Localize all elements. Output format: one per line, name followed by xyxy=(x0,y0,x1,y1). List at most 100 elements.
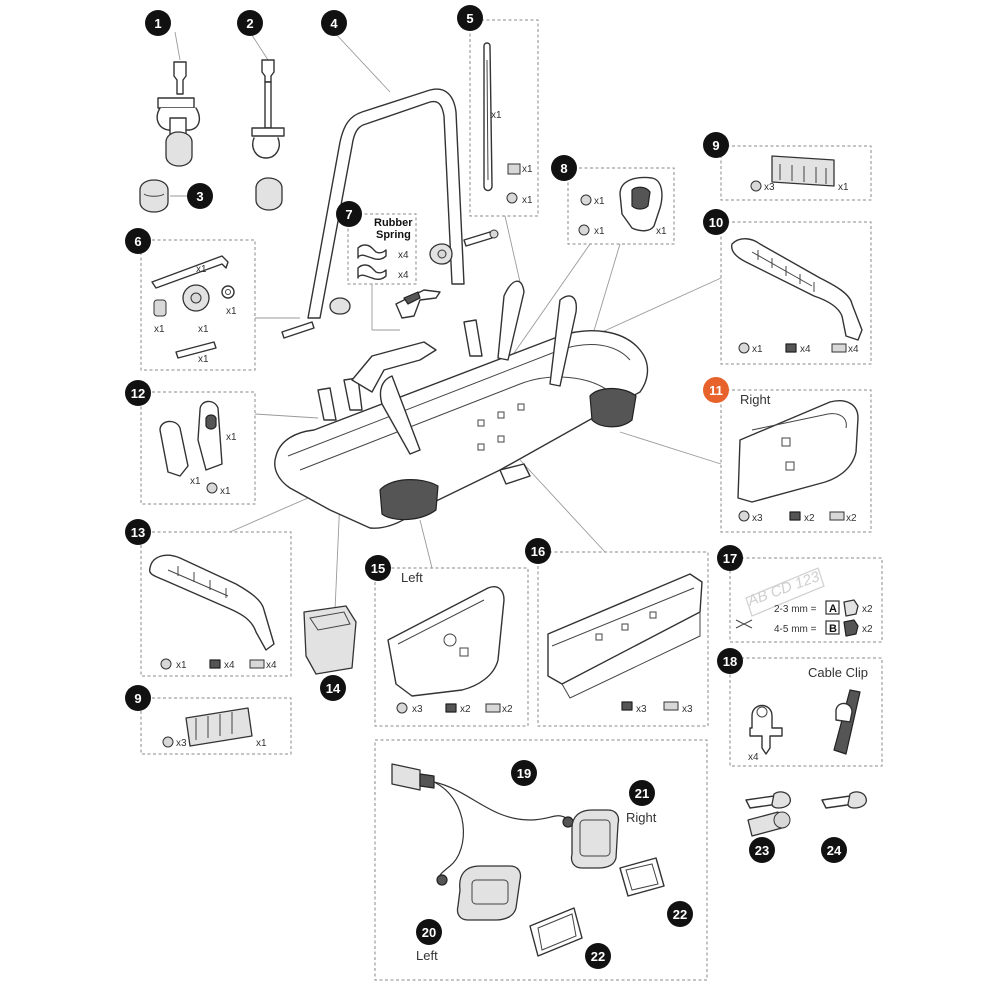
qty-p12-part: x1 xyxy=(226,432,237,443)
svg-text:9: 9 xyxy=(134,691,141,706)
badge-24: 24 xyxy=(821,837,847,863)
box-part-9-top xyxy=(720,145,872,201)
part-2-arm-clamp xyxy=(251,59,285,211)
svg-text:8: 8 xyxy=(560,161,567,176)
qty-p6-knob: x1 xyxy=(198,324,209,335)
letter-b: B xyxy=(829,623,837,635)
part-20-left-light: Left xyxy=(416,865,522,963)
part-7-rubber-spring: Rubber Spring x4 x4 xyxy=(357,217,441,319)
badge-17: 17 xyxy=(717,545,743,571)
qty-p10-screw: x1 xyxy=(752,344,763,355)
label-spring: Spring xyxy=(376,229,411,241)
part-22-lens-a xyxy=(529,907,583,957)
badge-7: 7 xyxy=(336,201,362,227)
part-10-cover: x1 x4 x4 xyxy=(731,238,863,355)
box-part-10 xyxy=(720,221,872,365)
badge-21: 21 xyxy=(629,780,655,806)
badge-19: 19 xyxy=(511,760,537,786)
box-part-15 xyxy=(374,567,529,727)
qty-p18-clip: x4 xyxy=(748,752,759,763)
qty-p12-small: x1 xyxy=(190,476,201,487)
qty-p5-strap: x1 xyxy=(491,110,502,121)
box-part-9-bottom xyxy=(140,697,292,755)
badge-1: 1 xyxy=(145,10,171,36)
badge-16: 16 xyxy=(525,538,551,564)
label-left-15: Left xyxy=(401,570,423,585)
svg-text:9: 9 xyxy=(712,138,719,153)
box-electrical xyxy=(374,739,708,981)
svg-text:3: 3 xyxy=(196,189,203,204)
qty-p13-rivet: x4 xyxy=(224,660,235,671)
part-17-plate-spacers: AB CD 123 2-3 mm = A x2 4-5 mm = B x2 xyxy=(735,567,873,637)
part-8-lock: x1 x1 x1 xyxy=(578,176,667,237)
svg-text:13: 13 xyxy=(131,525,145,540)
box-part-8 xyxy=(567,167,675,245)
label-rubber: Rubber xyxy=(374,217,413,229)
qty-p6-spacer: x1 xyxy=(154,324,165,335)
label-cable-clip: Cable Clip xyxy=(808,665,868,680)
box-part-17 xyxy=(729,557,883,643)
main-carrier xyxy=(274,280,649,529)
badge-14: 14 xyxy=(320,675,346,701)
qty-p17-b: x2 xyxy=(862,624,873,635)
svg-text:18: 18 xyxy=(723,654,737,669)
svg-text:11: 11 xyxy=(709,383,723,398)
svg-text:15: 15 xyxy=(371,561,385,576)
qty-p10-rivet: x4 xyxy=(800,344,811,355)
svg-text:21: 21 xyxy=(635,786,649,801)
qty-p8-part: x1 xyxy=(656,226,667,237)
svg-text:20: 20 xyxy=(422,925,436,940)
part-14-box xyxy=(303,605,357,675)
svg-text:4: 4 xyxy=(330,16,338,31)
badge-5: 5 xyxy=(457,5,483,31)
badge-15: 15 xyxy=(365,555,391,581)
svg-text:24: 24 xyxy=(827,843,842,858)
part-11-right-cover: Right x3 x2 x2 xyxy=(737,392,859,524)
qty-p9t-screw: x3 xyxy=(764,182,775,193)
badge-23: 23 xyxy=(749,837,775,863)
qty-p9t-part: x1 xyxy=(838,182,849,193)
svg-text:5: 5 xyxy=(466,11,473,26)
part-1-clamp-holder xyxy=(156,61,201,167)
box-part-11 xyxy=(720,389,872,533)
part-9-top-strip: x3 x1 xyxy=(750,155,849,193)
qty-p7-b: x4 xyxy=(398,270,409,281)
box-part-5 xyxy=(469,19,539,217)
qty-p6-key: x1 xyxy=(196,264,207,275)
qty-p9b-part: x1 xyxy=(256,738,267,749)
part-22-lens-b xyxy=(619,857,665,897)
size-b-label: 4-5 mm = xyxy=(774,624,817,635)
qty-p15-screw: x3 xyxy=(412,704,423,715)
part-19-wiring xyxy=(391,763,574,886)
part-6-tool-kit: x1 x1 x1 x1 x1 xyxy=(151,255,237,365)
letter-a: A xyxy=(829,603,837,615)
part-12-brackets: x1 x1 x1 xyxy=(159,400,237,497)
qty-p6-washer: x1 xyxy=(226,306,237,317)
badge-22-a: 22 xyxy=(585,943,611,969)
label-right-21: Right xyxy=(626,810,657,825)
qty-p5-knob: x1 xyxy=(522,164,533,175)
box-part-18 xyxy=(729,657,883,767)
part-5-strap: x1 x1 x1 xyxy=(483,42,533,206)
part-4-arch-bar xyxy=(307,88,465,319)
box-part-13 xyxy=(140,531,292,677)
badge-12: 12 xyxy=(125,380,151,406)
svg-text:10: 10 xyxy=(709,215,723,230)
qty-p13-nut: x4 xyxy=(266,660,277,671)
part-18-cable-clip: Cable Clip x4 xyxy=(748,665,868,763)
part-23-key-lock xyxy=(745,791,792,837)
qty-p11-rivet: x2 xyxy=(804,513,815,524)
svg-text:12: 12 xyxy=(131,386,145,401)
svg-text:17: 17 xyxy=(723,551,737,566)
part-16-plate-holder: x3 x3 xyxy=(547,573,703,715)
center-knob-screw xyxy=(281,229,499,339)
badge-20: 20 xyxy=(416,919,442,945)
size-a-label: 2-3 mm = xyxy=(774,604,817,615)
qty-p15-rivet: x2 xyxy=(460,704,471,715)
box-part-16 xyxy=(537,551,709,727)
part-9-bottom-strip: x3 x1 xyxy=(162,707,267,749)
badge-9-bottom: 9 xyxy=(125,685,151,711)
qty-p5-bolt: x1 xyxy=(522,195,533,206)
part-15-left-cover: Left x3 x2 x2 xyxy=(387,570,513,715)
